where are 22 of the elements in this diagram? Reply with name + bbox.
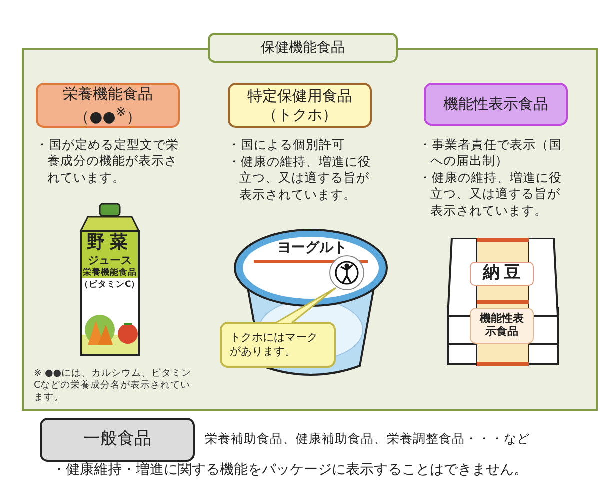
category-box: 機能性表示食品 bbox=[424, 83, 568, 126]
bullet-text: ・事業者責任で表示（国への届出制） bbox=[419, 137, 563, 170]
health-mark-icon bbox=[328, 254, 366, 292]
package-label-text: 機能性表示食品 bbox=[470, 308, 534, 344]
product-name-text: 野菜 bbox=[86, 232, 134, 252]
package-label-text: （ビタミンC） bbox=[80, 280, 140, 292]
footnote-text: ※ ●●には、カルシウム、ビタミンCなどの栄養成分名が表示されています。 bbox=[34, 368, 193, 404]
callout-pointer bbox=[275, 287, 337, 324]
bullet-text: ・国が定める定型文で栄養成分の機能が表示されています。 bbox=[36, 137, 180, 186]
package-label-text: 栄養機能食品 bbox=[82, 268, 138, 280]
panel-title-tab: 保健機能食品 bbox=[208, 33, 398, 63]
category-box: 特定保健用食品（トクホ） bbox=[228, 83, 372, 128]
product-name-text: 納豆 bbox=[470, 262, 534, 286]
note-text: ・健康維持・増進に関する機能をパッケージに表示することはできません。 bbox=[52, 461, 529, 480]
product-name-text: ヨーグルト bbox=[276, 240, 348, 258]
category-box: 栄養機能食品（●●$^{※}$） bbox=[36, 83, 180, 128]
bullet-text: ・国による個別許可 bbox=[228, 137, 346, 154]
examples-text: 栄養補助食品、健康補助食品、栄養調整食品・・・など bbox=[205, 431, 531, 448]
bullet-text: ・健康の維持、増進に役立つ、又は適する旨が表示されています。 bbox=[419, 170, 563, 219]
bullet-text: ・健康の維持、増進に役立つ、又は適する旨が表示されています。 bbox=[228, 154, 372, 203]
category-box: 一般食品 bbox=[40, 418, 195, 462]
product-name-text: ジュース bbox=[87, 254, 133, 268]
